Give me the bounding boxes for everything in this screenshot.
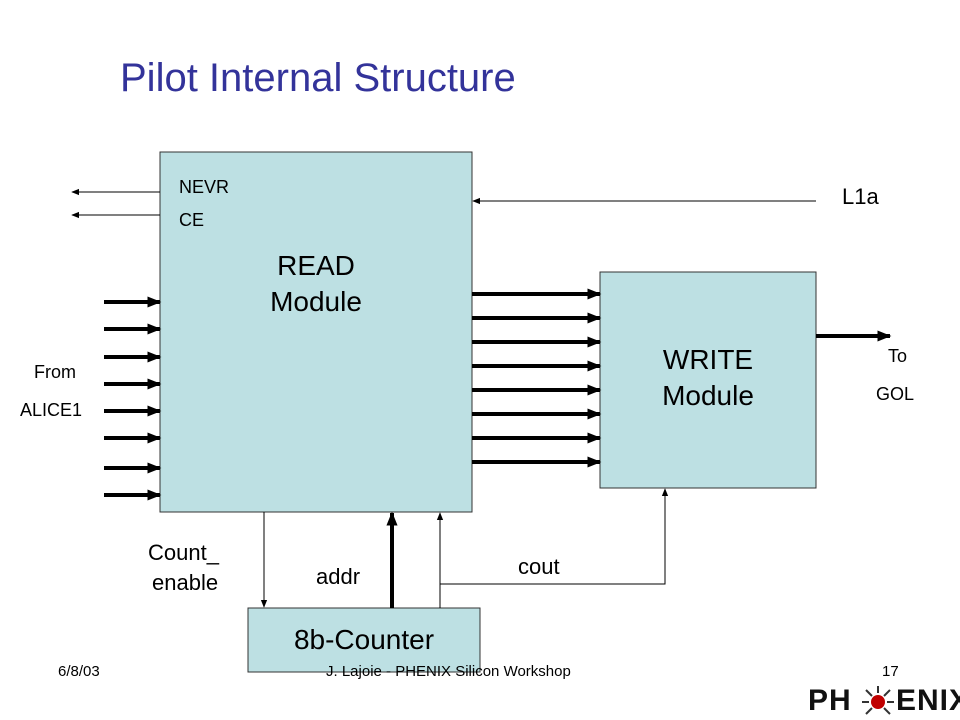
to-label: To <box>888 346 908 366</box>
write-module-title: WRITE <box>662 344 754 375</box>
alice1-input-arrows <box>104 296 162 501</box>
ce-label: CE <box>179 210 205 230</box>
addr-label: addr <box>316 564 361 589</box>
footer-date: 6/8/03 <box>58 663 100 680</box>
cout-label: cout <box>518 554 560 579</box>
gol-label: GOL <box>876 384 915 404</box>
alice1-label: ALICE1 <box>20 400 83 420</box>
nevr-label: NEVR <box>179 177 230 197</box>
read-to-write-bus-arrows <box>472 288 602 468</box>
write-module-subtitle: Module <box>662 380 754 411</box>
from-label: From <box>34 362 76 382</box>
logo-right: ENIX <box>896 684 960 717</box>
write-module-box <box>599 271 817 489</box>
counter-box <box>247 607 481 673</box>
read-module-subtitle: Module <box>270 286 362 317</box>
read-module-title: READ <box>277 250 355 281</box>
counter-label: 8b-Counter <box>293 624 435 655</box>
slide-title: Pilot Internal Structure <box>120 56 516 100</box>
l1a-label: L1a <box>842 184 879 209</box>
cout-to-write-arrow <box>440 488 669 585</box>
write-module-label: WRITE Module <box>600 342 816 414</box>
read-module-box <box>159 151 473 513</box>
footer-page: 17 <box>882 663 899 680</box>
read-module-label: READ Module <box>160 248 472 320</box>
phoenix-bird-icon <box>862 686 894 715</box>
count-enable-label-2: enable <box>152 570 219 595</box>
logo-left: PH <box>808 684 852 717</box>
footer-center: J. Lajoie - PHENIX Silicon Workshop <box>326 663 571 680</box>
count-enable-label-1: Count_ <box>148 540 219 565</box>
